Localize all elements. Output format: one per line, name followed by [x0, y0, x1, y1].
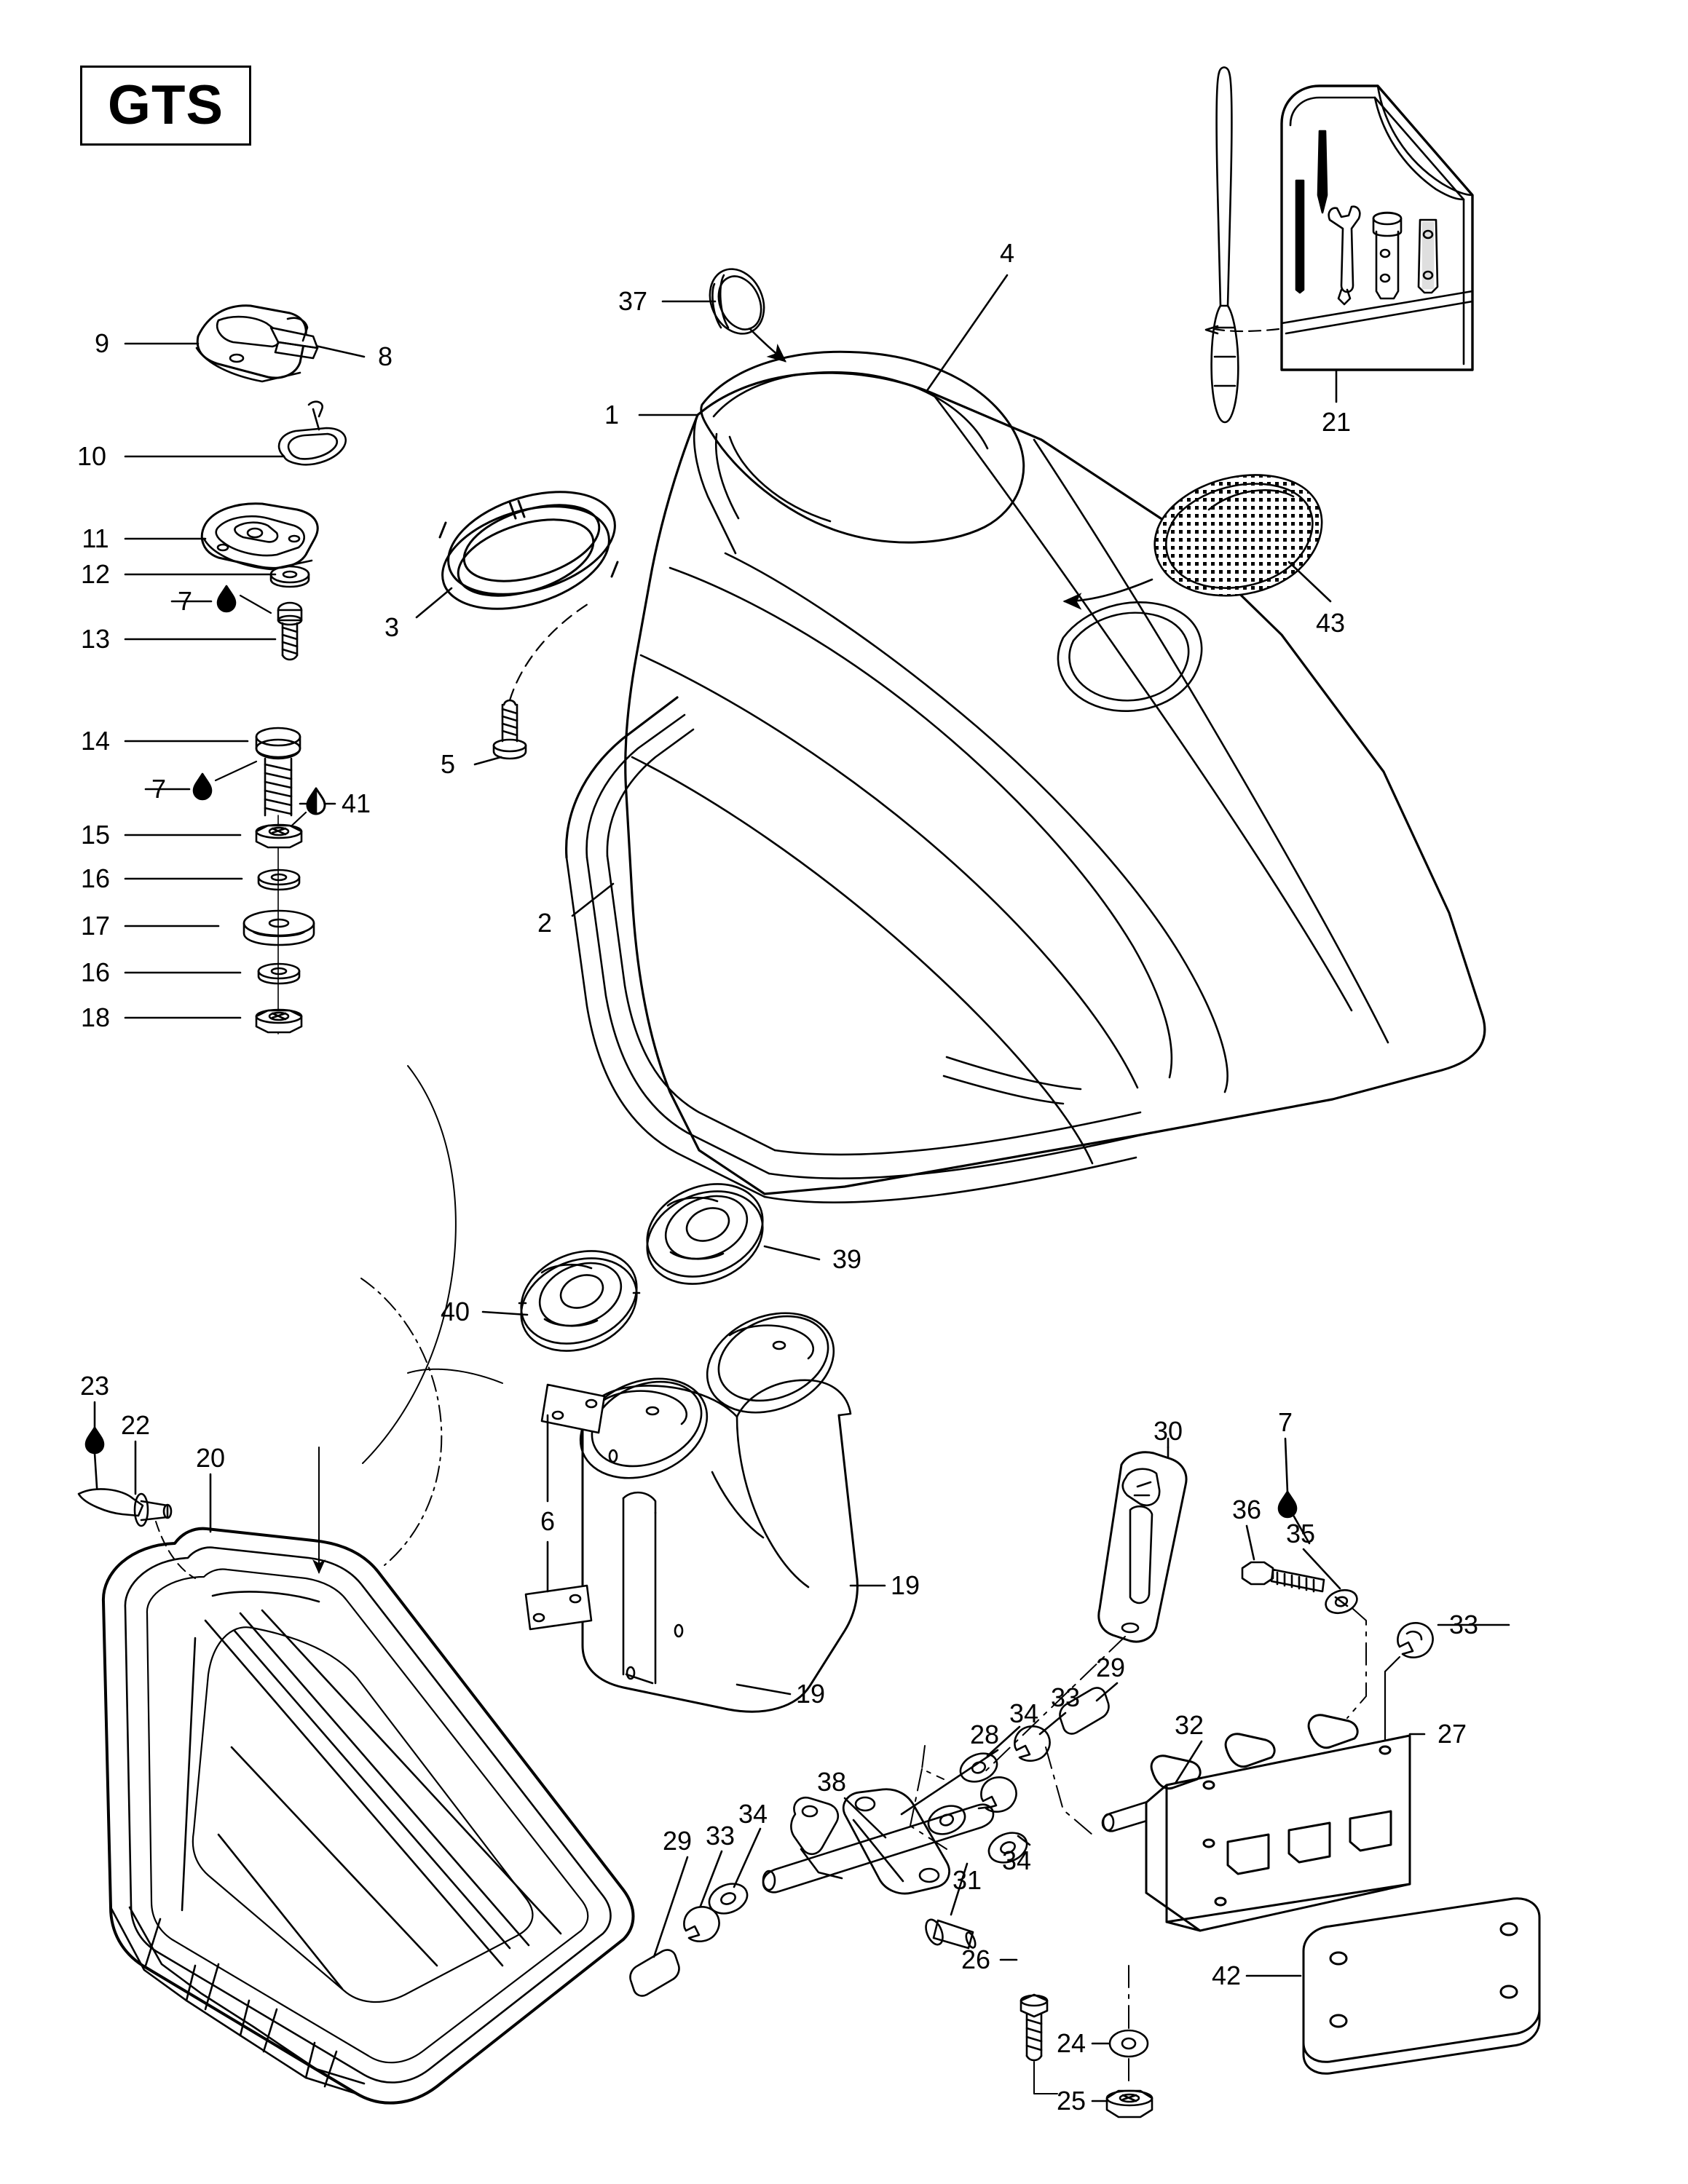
callout-hex-nut: 18 — [80, 1002, 111, 1032]
callout-latch-link-arm: 28 — [969, 1720, 1000, 1749]
callout-washer: 16 — [80, 957, 111, 987]
callout-container-cover: 39 — [832, 1244, 862, 1274]
callout-washer: 16 — [80, 863, 111, 893]
callout-self-tapping-screw: 5 — [440, 749, 456, 779]
callout-hood-assembly: 1 — [604, 400, 620, 430]
callout-sealant-drop: 23 — [79, 1371, 110, 1401]
callout-filler-cap-ring: 37 — [618, 286, 648, 316]
callout-flat-washer: 34 — [1001, 1845, 1032, 1875]
callout-pivot-pin: 29 — [1095, 1653, 1126, 1682]
callout-twin-storage-container: 19 — [890, 1570, 920, 1600]
callout-latch-spring-clip: 10 — [76, 441, 107, 471]
callout-hinge-shaft: 38 — [816, 1767, 847, 1797]
callout-air-intake-grille: 43 — [1315, 608, 1346, 638]
model-badge: GTS — [80, 66, 251, 146]
callout-hood-latch-handle: 30 — [1153, 1416, 1183, 1446]
callout-flat-washer: 34 — [738, 1799, 768, 1829]
callout-shoulder-screw: 31 — [952, 1865, 982, 1895]
callout-lock-nut: 15 — [80, 820, 111, 850]
callout-thread-sealant-drop: 41 — [341, 788, 371, 818]
callout-hex-screw: 13 — [80, 624, 111, 654]
callout-mounting-strap: 6 — [540, 1506, 556, 1536]
callout-flat-washer: 34 — [1009, 1698, 1039, 1728]
callout-hood-top-cover: 4 — [999, 238, 1015, 268]
callout-flat-washer: 12 — [80, 559, 111, 589]
callout-lock-washer: 35 — [1285, 1519, 1316, 1548]
callout-hood-lower-frame: 2 — [537, 908, 553, 938]
callout-latch-lever: 8 — [377, 341, 393, 371]
model-badge-label: GTS — [107, 74, 224, 136]
callout-support-bracket: 27 — [1437, 1719, 1467, 1749]
callout-container-cover: 40 — [440, 1297, 470, 1326]
callout-hinge-rod: 32 — [1174, 1710, 1204, 1740]
callout-pivot-pin: 29 — [662, 1826, 693, 1856]
callout-tool-kit-pouch: 21 — [1321, 407, 1352, 437]
callout-rubber-grommet: 17 — [80, 911, 111, 941]
callout-e-clip: 33 — [1050, 1682, 1081, 1712]
callout-threadlocker-drop: 7 — [177, 586, 193, 616]
callout-threadlocker-drop: 7 — [151, 774, 167, 804]
callout-lock-nut: 25 — [1056, 2086, 1086, 2116]
callout-e-clip: 33 — [1448, 1610, 1479, 1639]
callout-latch-striker-plate: 11 — [82, 523, 109, 553]
callout-hood-latch-hook: 9 — [94, 328, 110, 358]
callout-shoulder-bolt: 14 — [80, 726, 111, 756]
callout-hood-seal: 3 — [384, 612, 400, 642]
callout-pop-rivet: 22 — [120, 1410, 151, 1440]
callout-flat-washer: 24 — [1056, 2028, 1086, 2058]
callout-cover-plate: 42 — [1211, 1961, 1242, 1990]
callout-hex-bolt: 26 — [961, 1944, 991, 1974]
callout-threadlocker-drop: 7 — [1277, 1407, 1293, 1437]
callout-storage-bin: 20 — [195, 1443, 226, 1473]
callout-hex-bolt: 36 — [1231, 1495, 1262, 1524]
callout-e-clip: 33 — [705, 1821, 735, 1851]
callout-twin-storage-container: 19 — [795, 1679, 826, 1709]
